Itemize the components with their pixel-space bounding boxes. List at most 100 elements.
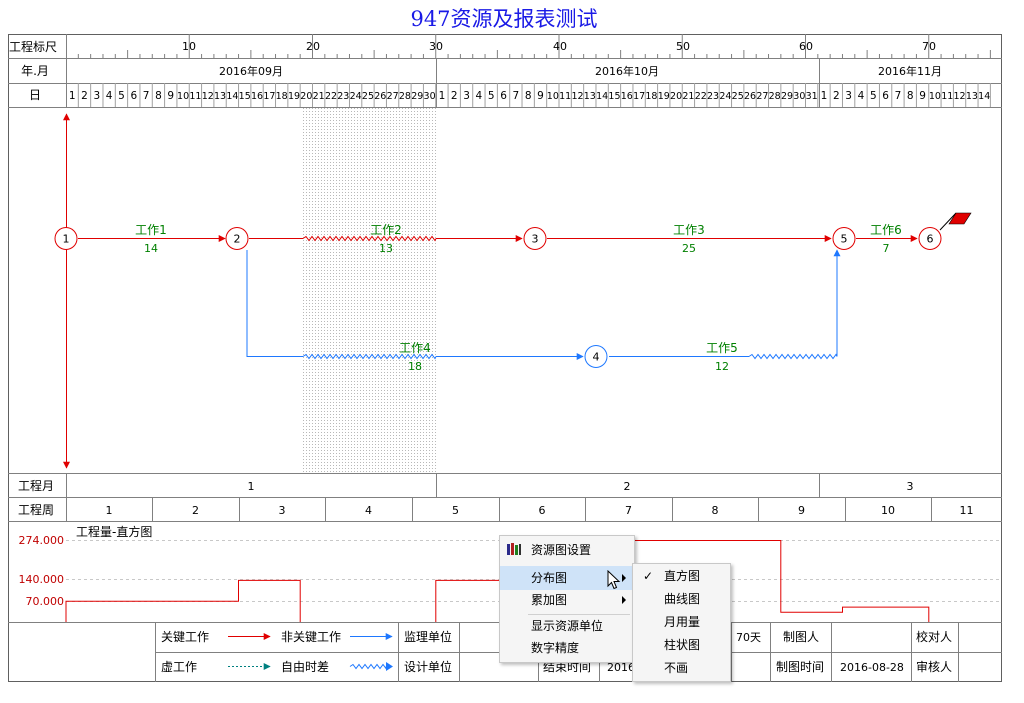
drafter-label: 制图人 bbox=[783, 630, 819, 644]
histogram-bar bbox=[842, 607, 928, 622]
mouse-cursor-icon bbox=[607, 570, 621, 590]
day-label: 26 bbox=[744, 91, 756, 102]
books-icon bbox=[507, 543, 521, 555]
day-label: 23 bbox=[337, 91, 349, 102]
scale-tick-70: 70 bbox=[922, 40, 936, 53]
task-1-duration: 14 bbox=[144, 242, 158, 255]
day-label: 3 bbox=[93, 90, 100, 102]
project-week-10: 10 bbox=[881, 504, 895, 517]
project-week-7: 7 bbox=[625, 504, 632, 517]
day-label: 5 bbox=[870, 90, 877, 102]
task-4-float-wave bbox=[302, 353, 437, 360]
day-label: 27 bbox=[756, 91, 768, 102]
day-label: 30 bbox=[424, 91, 436, 102]
legend-dummy-label: 虚工作 bbox=[161, 660, 197, 674]
scale-tick-labels: 10 20 30 40 50 60 70 bbox=[182, 40, 936, 53]
day-label: 19 bbox=[658, 91, 670, 102]
day-label: 26 bbox=[374, 91, 386, 102]
svg-text:2: 2 bbox=[234, 233, 241, 246]
submenu-item-monthly[interactable]: 月用量 bbox=[664, 615, 701, 629]
svg-text:3: 3 bbox=[532, 233, 539, 246]
day-label: 7 bbox=[513, 90, 520, 102]
scale-tick-20: 20 bbox=[306, 40, 320, 53]
finish-flag-icon bbox=[939, 212, 972, 231]
day-label: 5 bbox=[118, 90, 125, 102]
menu-item-number-precision[interactable]: 数字精度 bbox=[531, 641, 580, 655]
submenu-item-bar[interactable]: 柱状图 bbox=[664, 638, 701, 652]
project-week-4: 4 bbox=[365, 504, 372, 517]
day-label: 27 bbox=[387, 91, 399, 102]
day-label: 11 bbox=[941, 91, 953, 102]
node-6[interactable]: 6 bbox=[918, 227, 942, 250]
submenu-item-histogram[interactable]: ✓ 直方图 bbox=[633, 564, 730, 588]
legend-noncritical-label: 非关键工作 bbox=[281, 630, 341, 644]
task-6-duration: 7 bbox=[883, 242, 890, 255]
node-2[interactable]: 2 bbox=[225, 227, 249, 250]
day-label: 12 bbox=[571, 91, 583, 102]
task-4-line[interactable] bbox=[246, 250, 303, 357]
task-2-float-wave bbox=[302, 235, 437, 242]
day-row-label: 日 bbox=[29, 88, 41, 102]
node-3[interactable]: 3 bbox=[523, 227, 547, 250]
submenu-item-curve[interactable]: 曲线图 bbox=[664, 592, 701, 606]
histogram-bar bbox=[66, 601, 239, 622]
day-label: 31 bbox=[806, 91, 818, 102]
day-label: 1 bbox=[439, 90, 446, 102]
menu-separator bbox=[528, 614, 630, 615]
node-4[interactable]: 4 bbox=[584, 345, 608, 368]
day-label: 6 bbox=[130, 90, 137, 102]
checker-label: 校对人 bbox=[916, 629, 952, 644]
day-label: 13 bbox=[584, 91, 596, 102]
end-time-label: 结束时间 bbox=[543, 660, 591, 674]
day-label: 12 bbox=[202, 91, 214, 102]
task-4-name: 工作4 bbox=[399, 341, 431, 355]
day-label: 22 bbox=[695, 91, 707, 102]
project-week-11: 11 bbox=[960, 504, 974, 517]
info-fields: 监理单位 设计单位 结束时间 2016 70天 制图人 制图时间 2016-08… bbox=[404, 629, 952, 674]
menu-item-show-resource-units[interactable]: 显示资源单位 bbox=[531, 619, 604, 633]
day-label: 8 bbox=[907, 90, 914, 102]
day-label: 2 bbox=[81, 90, 88, 102]
day-label: 4 bbox=[106, 90, 113, 102]
network-nodes: 1 2 3 4 5 6 bbox=[54, 227, 942, 368]
month-row-label: 年.月 bbox=[21, 64, 49, 78]
legend-critical-label: 关键工作 bbox=[161, 630, 209, 644]
day-label: 16 bbox=[621, 91, 633, 102]
svg-text:4: 4 bbox=[593, 351, 600, 364]
legend: 关键工作 非关键工作 虚工作 自由时差 bbox=[161, 630, 393, 674]
day-label: 17 bbox=[263, 91, 275, 102]
project-week-8: 8 bbox=[712, 504, 719, 517]
context-menu: 资源图设置 分布图 累加图 显示资源单位 数字精度 bbox=[499, 535, 635, 663]
project-month-labels: 1 2 3 bbox=[248, 480, 914, 493]
day-label: 28 bbox=[399, 91, 411, 102]
day-label: 7 bbox=[143, 90, 150, 102]
day-label: 4 bbox=[476, 90, 483, 102]
svg-text:6: 6 bbox=[927, 233, 934, 246]
checkmark-icon: ✓ bbox=[643, 569, 654, 583]
day-label: 9 bbox=[537, 90, 544, 102]
project-week-1: 1 bbox=[106, 504, 113, 517]
day-label: 5 bbox=[488, 90, 495, 102]
submenu-item-none[interactable]: 不画 bbox=[664, 661, 689, 675]
day-label: 8 bbox=[525, 90, 532, 102]
day-label: 17 bbox=[633, 91, 645, 102]
day-label: 6 bbox=[882, 90, 889, 102]
day-label: 18 bbox=[276, 91, 288, 102]
node-1[interactable]: 1 bbox=[54, 227, 78, 250]
task-5-duration: 12 bbox=[715, 360, 729, 373]
histogram-bar bbox=[781, 612, 843, 622]
task-4-duration: 18 bbox=[408, 360, 422, 373]
day-label: 4 bbox=[858, 90, 865, 102]
resource-histogram bbox=[65, 540, 930, 622]
node-5[interactable]: 5 bbox=[832, 227, 856, 250]
project-week-3: 3 bbox=[279, 504, 286, 517]
scale-tick-40: 40 bbox=[553, 40, 567, 53]
day-label: 10 bbox=[177, 91, 189, 102]
scale-tick-10: 10 bbox=[182, 40, 196, 53]
menu-item-resource-settings[interactable]: 资源图设置 bbox=[500, 538, 634, 562]
y-tick-140: 140.000 bbox=[19, 573, 65, 586]
menu-item-cumulative[interactable]: 累加图 bbox=[500, 588, 634, 612]
day-label: 29 bbox=[781, 91, 793, 102]
